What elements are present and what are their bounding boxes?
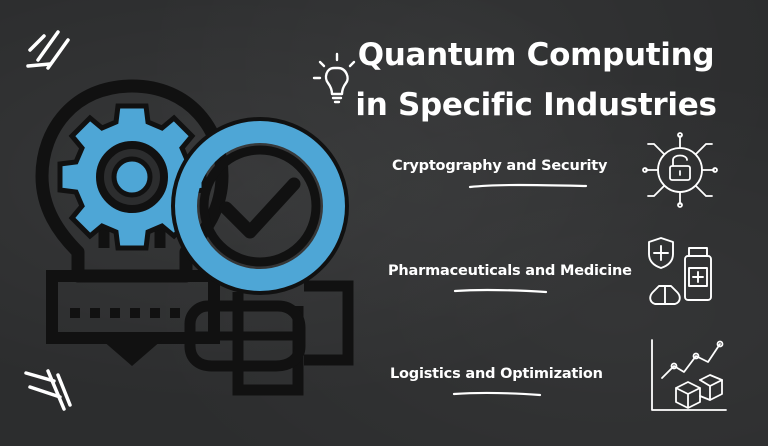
sparkle-doodle-top-left <box>26 30 70 70</box>
underline-logistics <box>452 391 542 397</box>
chart-boxes-icon <box>651 339 727 411</box>
idea-bulb-doodle-icon <box>312 52 356 104</box>
magnifier-check-hand-icon <box>171 117 354 396</box>
underline-cryptography <box>468 183 588 189</box>
padlock-circuit-icon <box>642 132 718 208</box>
medicine-bottle-icon <box>648 237 712 305</box>
industry-label-cryptography: Cryptography and Security <box>392 158 608 174</box>
title-line-2: in Specific Industries <box>355 87 717 123</box>
underline-pharmaceuticals <box>453 288 548 294</box>
industry-label-logistics: Logistics and Optimization <box>390 366 603 382</box>
page-title: Quantum Computing in Specific Industries <box>340 30 732 130</box>
lightbulb-gear-icon <box>35 79 229 366</box>
title-line-1: Quantum Computing <box>357 37 715 73</box>
industry-label-pharmaceuticals: Pharmaceuticals and Medicine <box>388 263 632 279</box>
sparkle-doodle-bottom-left <box>24 369 72 411</box>
